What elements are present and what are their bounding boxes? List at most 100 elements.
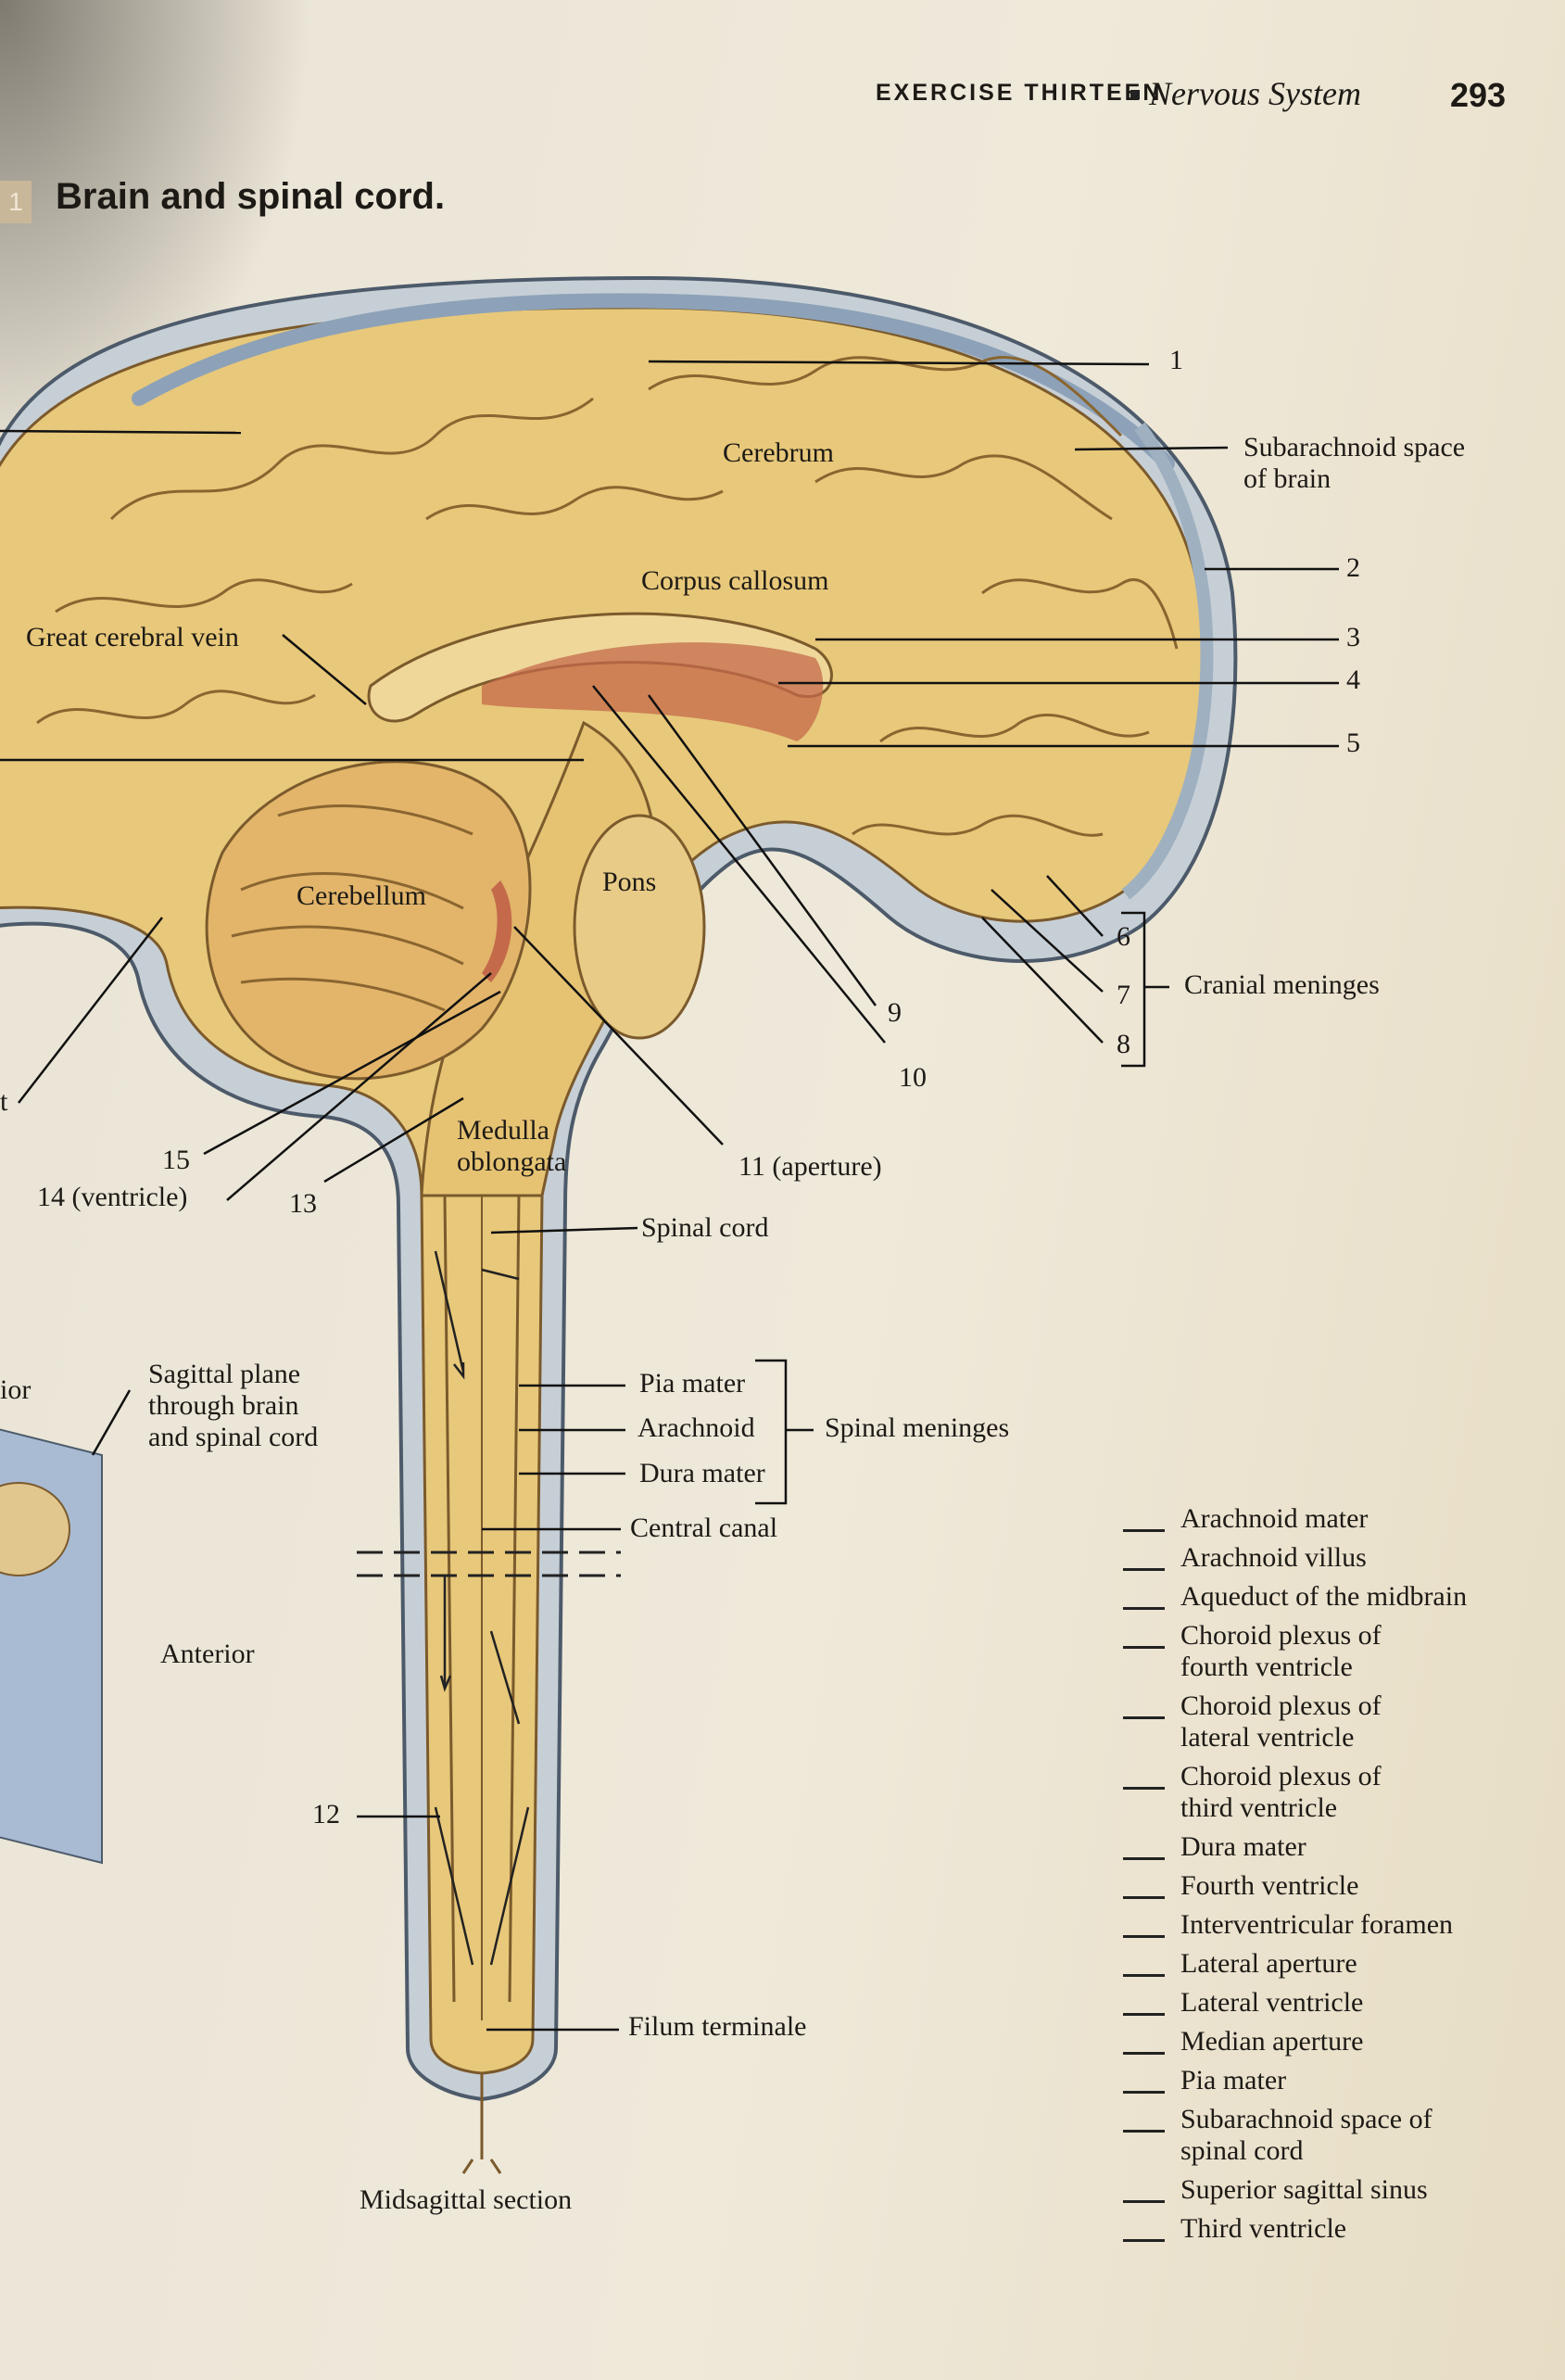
answer-blank[interactable] bbox=[1123, 1857, 1165, 1860]
answer-term: Arachnoid mater bbox=[1180, 1503, 1369, 1534]
label-ventricle-14: 14 (ventricle) bbox=[37, 1182, 188, 1212]
callout-3: 3 bbox=[1346, 622, 1360, 652]
section-break-lines bbox=[357, 1551, 621, 1577]
label-medulla-oblongata: Medulla oblongata bbox=[457, 1115, 567, 1177]
callout-2: 2 bbox=[1346, 552, 1360, 583]
answer-item: Lateral ventricle bbox=[1123, 1987, 1559, 2019]
label-arachnoid: Arachnoid bbox=[637, 1412, 755, 1443]
answer-item: Aqueduct of the midbrain bbox=[1123, 1581, 1559, 1613]
answer-term: Arachnoid villus bbox=[1180, 1542, 1367, 1573]
superior-sagittal-sinus bbox=[132, 293, 1175, 471]
callout-8: 8 bbox=[1117, 1029, 1130, 1059]
answer-term: Aqueduct of the midbrain bbox=[1180, 1581, 1468, 1612]
answer-term: Choroid plexus of third ventricle bbox=[1180, 1761, 1382, 1823]
answer-term: Third ventricle bbox=[1180, 2213, 1347, 2244]
answer-blank[interactable] bbox=[1123, 1529, 1165, 1532]
answer-blank[interactable] bbox=[1123, 1935, 1165, 1938]
answer-term: Choroid plexus of lateral ventricle bbox=[1180, 1690, 1382, 1753]
label-spinal-cord: Spinal cord bbox=[641, 1212, 769, 1243]
answer-item: Interventricular foramen bbox=[1123, 1909, 1559, 1941]
answer-item: Median aperture bbox=[1123, 2026, 1559, 2057]
answer-blank[interactable] bbox=[1123, 1646, 1165, 1649]
answer-term: Fourth ventricle bbox=[1180, 1870, 1359, 1901]
page-number: 293 bbox=[1450, 76, 1507, 114]
exercise-label: EXERCISE THIRTEEN bbox=[876, 80, 1163, 106]
answer-blank[interactable] bbox=[1123, 1896, 1165, 1899]
answer-item: Choroid plexus of fourth ventricle bbox=[1123, 1620, 1559, 1683]
subarachnoid-band bbox=[1121, 422, 1214, 900]
label-filum-terminale: Filum terminale bbox=[628, 2011, 807, 2042]
label-sagittal-plane: Sagittal plane through brain and spinal … bbox=[148, 1359, 319, 1452]
answer-item: Pia mater bbox=[1123, 2065, 1559, 2096]
label-subarachnoid-space-brain: Subarachnoid space of brain bbox=[1243, 432, 1466, 494]
answer-item: Arachnoid mater bbox=[1123, 1503, 1559, 1535]
answer-item: Fourth ventricle bbox=[1123, 1870, 1559, 1902]
answer-term: Lateral aperture bbox=[1180, 1948, 1357, 1979]
running-header: EXERCISE THIRTEEN Nervous System 293 bbox=[871, 74, 1520, 130]
label-anterior: Anterior bbox=[160, 1639, 255, 1669]
answer-blank[interactable] bbox=[1123, 1716, 1165, 1719]
chapter-title: Nervous System bbox=[1149, 75, 1361, 112]
brain-tissue bbox=[0, 306, 1205, 2075]
sagittal-plane-inset bbox=[0, 1428, 103, 1865]
answer-blank[interactable] bbox=[1123, 1974, 1165, 1977]
label-cranial-meninges: Cranial meninges bbox=[1184, 969, 1380, 1000]
callout-13: 13 bbox=[289, 1188, 317, 1219]
answer-item: Lateral aperture bbox=[1123, 1948, 1559, 1980]
answer-blank[interactable] bbox=[1123, 1568, 1165, 1571]
answer-blank[interactable] bbox=[1123, 2130, 1165, 2133]
label-aperture-11: 11 (aperture) bbox=[738, 1151, 882, 1182]
label-pons: Pons bbox=[602, 867, 657, 897]
label-edge-fragment-or: ior bbox=[0, 1374, 32, 1405]
callout-5: 5 bbox=[1346, 728, 1360, 758]
label-dura-mater: Dura mater bbox=[639, 1458, 765, 1488]
figure-caption: Brain and spinal cord. bbox=[56, 176, 446, 217]
spinal-cord-core bbox=[443, 1195, 521, 2003]
answer-item: Superior sagittal sinus bbox=[1123, 2174, 1559, 2206]
answer-item: Choroid plexus of third ventricle bbox=[1123, 1761, 1559, 1824]
label-central-canal: Central canal bbox=[630, 1513, 778, 1543]
answer-term: Superior sagittal sinus bbox=[1180, 2174, 1428, 2205]
answer-blank[interactable] bbox=[1123, 2200, 1165, 2203]
figure-number-tab: 1 bbox=[0, 181, 32, 223]
bullet-square-icon bbox=[1130, 90, 1140, 99]
pons bbox=[573, 814, 706, 1040]
csf-flow-arrows bbox=[434, 1250, 530, 1966]
label-edge-fragment-t: t bbox=[0, 1086, 8, 1117]
callout-12: 12 bbox=[312, 1799, 340, 1829]
callout-10: 10 bbox=[899, 1062, 927, 1093]
label-pia-mater: Pia mater bbox=[639, 1368, 746, 1399]
answer-term: Choroid plexus of fourth ventricle bbox=[1180, 1620, 1382, 1682]
answer-blank[interactable] bbox=[1123, 2239, 1165, 2242]
answer-blank[interactable] bbox=[1123, 1607, 1165, 1610]
answer-blank[interactable] bbox=[1123, 2091, 1165, 2094]
answer-blank[interactable] bbox=[1123, 2013, 1165, 2016]
answer-item: Third ventricle bbox=[1123, 2213, 1559, 2245]
answer-term-list: Arachnoid mater Arachnoid villus Aqueduc… bbox=[1123, 1503, 1559, 2252]
cerebellum-shape bbox=[205, 760, 532, 1081]
answer-blank[interactable] bbox=[1123, 1787, 1165, 1790]
callout-4: 4 bbox=[1346, 665, 1360, 695]
answer-item: Arachnoid villus bbox=[1123, 1542, 1559, 1574]
answer-item: Choroid plexus of lateral ventricle bbox=[1123, 1690, 1559, 1753]
choroid-plexus-lateral bbox=[482, 642, 824, 741]
answer-item: Subarachnoid space of spinal cord bbox=[1123, 2104, 1559, 2167]
filum-terminale bbox=[461, 2073, 502, 2174]
answer-term: Dura mater bbox=[1180, 1831, 1306, 1862]
answer-blank[interactable] bbox=[1123, 2052, 1165, 2055]
label-corpus-callosum: Corpus callosum bbox=[641, 565, 829, 596]
callout-1: 1 bbox=[1169, 345, 1183, 375]
label-cerebellum: Cerebellum bbox=[297, 880, 426, 911]
label-great-cerebral-vein: Great cerebral vein bbox=[26, 622, 239, 652]
answer-term: Interventricular foramen bbox=[1180, 1909, 1454, 1940]
answer-term: Median aperture bbox=[1180, 2026, 1364, 2057]
answer-term: Subarachnoid space of spinal cord bbox=[1180, 2104, 1432, 2166]
answer-term: Pia mater bbox=[1180, 2065, 1287, 2095]
answer-term: Lateral ventricle bbox=[1180, 1987, 1364, 2018]
answer-item: Dura mater bbox=[1123, 1831, 1559, 1863]
callout-15: 15 bbox=[162, 1145, 190, 1175]
cerebral-gyri bbox=[36, 356, 1179, 837]
choroid-plexus-fourth bbox=[482, 880, 512, 982]
leader-lines bbox=[0, 360, 1339, 2032]
